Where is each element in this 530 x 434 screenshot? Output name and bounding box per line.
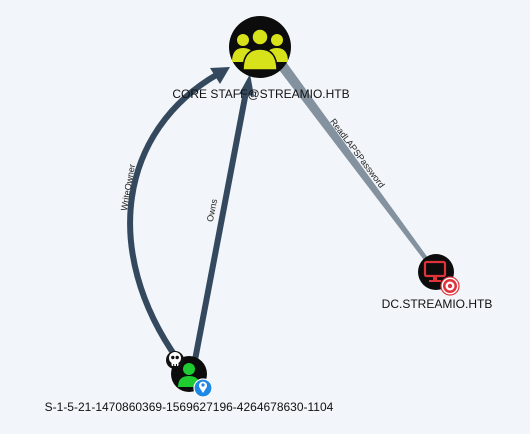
edge-read-laps-password-line[interactable] [270,58,431,264]
edge-write-owner-arrowhead [210,67,230,84]
node-computer[interactable]: DC.STREAMIO.HTB [382,254,493,311]
edge-owns-line[interactable] [192,89,249,363]
node-group-label: CORE STAFF@STREAMIO.HTB [172,87,349,101]
node-user-label: S-1-5-21-1470860369-1569627196-426467863… [45,400,334,414]
skull-icon [166,351,184,369]
node-group[interactable]: CORE STAFF@STREAMIO.HTB [172,16,350,101]
target-icon [440,276,460,296]
node-computer-label: DC.STREAMIO.HTB [382,297,493,311]
edge-read-laps-password-label: ReadLAPSPassword [328,117,387,190]
edge-write-owner-line[interactable] [127,71,221,363]
node-user[interactable]: S-1-5-21-1470860369-1569627196-426467863… [45,351,334,414]
computer-monitor-icon [423,260,447,282]
edge-owns-arrowhead [239,74,254,96]
edge-owns[interactable]: Owns [192,74,254,363]
users-group-icon [232,28,288,71]
edge-owns-label: Owns [205,198,219,223]
location-pin-icon [193,378,213,398]
